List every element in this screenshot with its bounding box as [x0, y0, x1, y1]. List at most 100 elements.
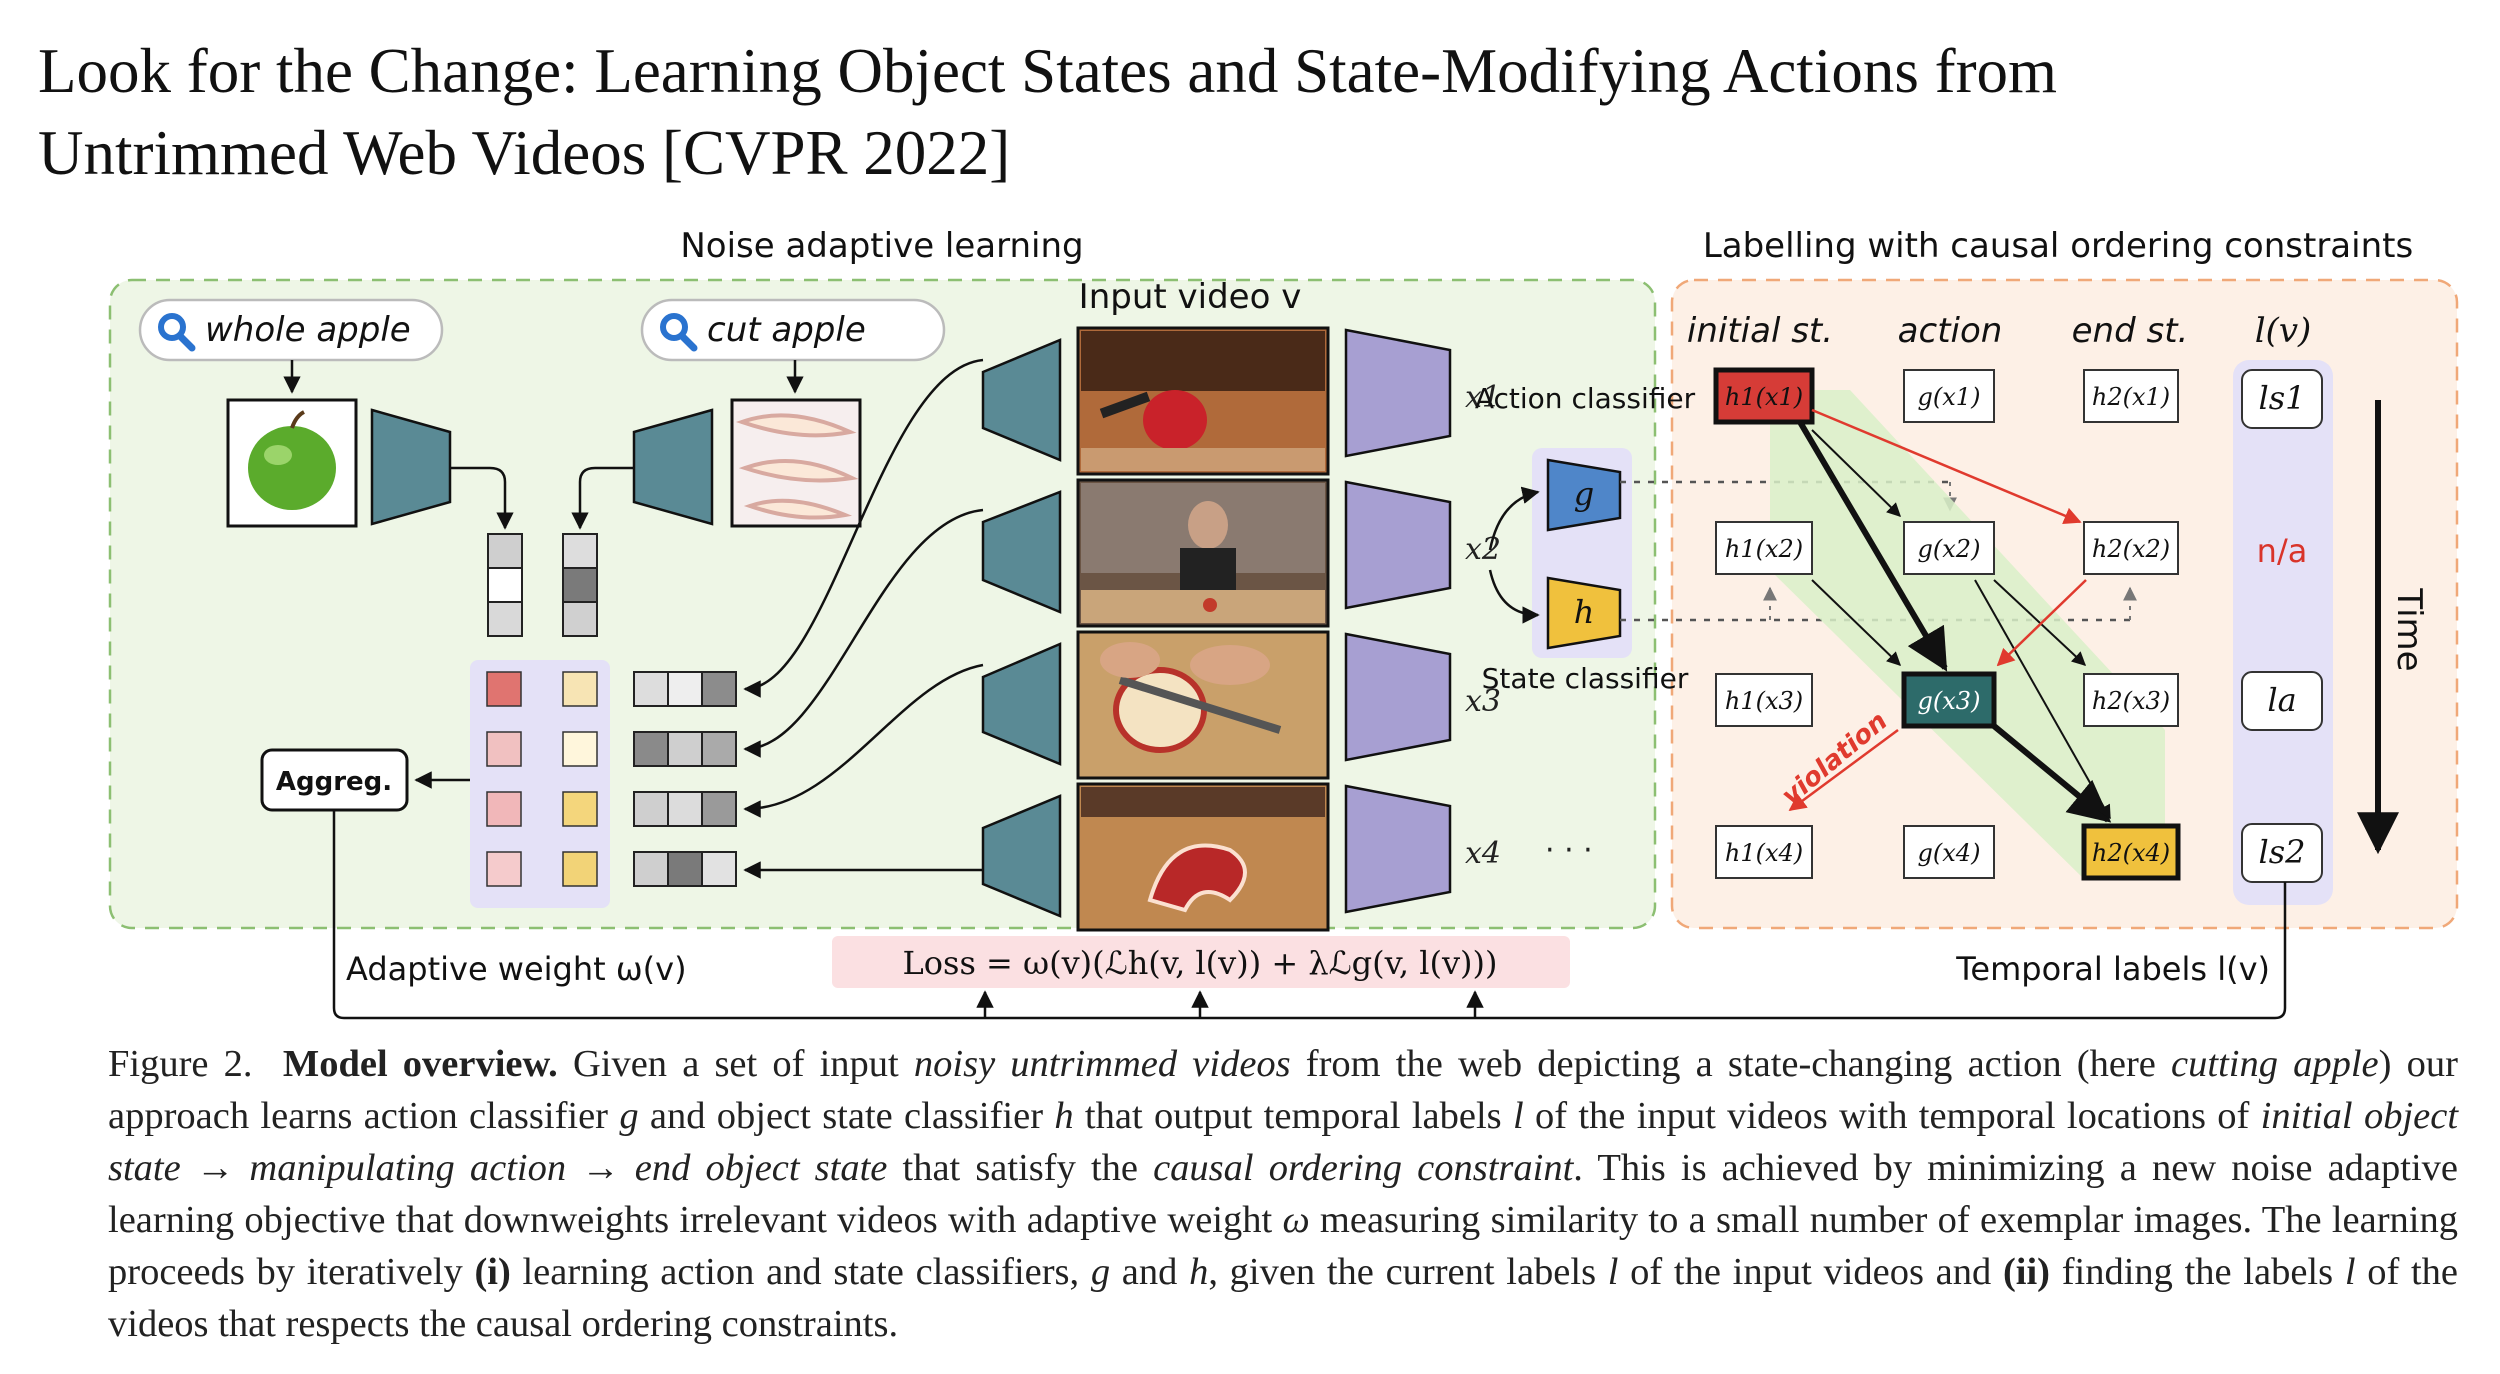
cell-h1-x1: h1(x1) [1725, 383, 1803, 411]
cell-h1-x4: h1(x4) [1725, 839, 1803, 867]
adaptive-weight-label: Adaptive weight ω(v) [346, 950, 687, 988]
caption-italic: ω [1282, 1199, 1310, 1241]
h-symbol: h [1574, 593, 1595, 631]
whole-apple-image [226, 398, 358, 528]
col-header-labels: l(v) [2255, 311, 2312, 351]
caption-italic: noisy untrimmed videos [913, 1043, 1291, 1085]
caption-italic: h [1189, 1251, 1209, 1293]
frame-decoder-2 [1344, 480, 1452, 610]
temporal-labels-label: Temporal labels l(v) [1955, 950, 2270, 988]
frame-encoder-2 [981, 490, 1062, 614]
label-box-s1 [2241, 369, 2323, 429]
video-frame-4 [1076, 782, 1330, 932]
frame-encoder-4 [981, 794, 1062, 918]
query-cut-apple: cut apple [640, 298, 946, 362]
search-icon [660, 313, 688, 341]
image-encoder-2 [632, 408, 714, 526]
x3-label: x3 [1465, 684, 1501, 719]
col-header-initial: initial st. [1687, 311, 1833, 351]
caption-text: Given a set of input [557, 1043, 914, 1085]
cut-apple-image [730, 398, 862, 528]
similarity-block [470, 660, 610, 908]
label-a: la [2267, 681, 2296, 719]
label-box-s2 [2241, 823, 2323, 883]
caption-text: that satisfy the [887, 1147, 1154, 1189]
cell-h1-x2: h1(x2) [1725, 535, 1803, 563]
caption-text: ) our approach learns action classifier [108, 1043, 2458, 1137]
cell-g-x2: g(x2) [1918, 535, 1981, 563]
label-s2: ls2 [2258, 833, 2305, 871]
loss-label: Loss = ω(v)(ℒh(v, l(v)) + λℒg(v, l(v))) [903, 944, 1498, 982]
caption-fig-label: Figure 2. [108, 1043, 253, 1085]
title-line-1: Look for the Change: Learning Object Sta… [38, 36, 2058, 106]
feasible-band [1770, 390, 2165, 880]
caption-text: from the web depicting a state-changing … [1290, 1043, 2172, 1085]
caption-bold: (i) [474, 1251, 511, 1293]
caption-text: of the videos that respects the causal o… [108, 1251, 2458, 1345]
caption-italic: l [2344, 1251, 2356, 1293]
video-feature-1 [633, 671, 737, 707]
right-panel-title: Labelling with causal ordering constrain… [1703, 226, 2413, 266]
cell-h1-x3: h1(x3) [1725, 687, 1803, 715]
caption-italic: g [1090, 1251, 1111, 1293]
image-encoder-1 [370, 408, 452, 526]
frame-encoder-3 [981, 642, 1062, 766]
caption-text: and object state classifier [638, 1095, 1055, 1137]
frame-encoder-1 [981, 338, 1062, 462]
caption-bold: (ii) [2002, 1251, 2050, 1293]
caption-text: . This is achieved by minimizing a new n… [108, 1147, 2459, 1241]
caption-text: of the input videos with temporal locati… [1523, 1095, 2261, 1137]
cell-g-x4: g(x4) [1918, 839, 1981, 867]
state-classifier-text: State classifier [1482, 662, 1689, 695]
grid-cells: h1(x1) g(x1) h2(x1) h1(x2) g(x2) h2(x2) … [1713, 367, 2181, 881]
state-classifier-label: State classifier [1482, 662, 1689, 695]
query-whole-apple: whole apple [138, 298, 444, 362]
video-feature-2 [633, 731, 737, 767]
page-title: Look for the Change: Learning Object Sta… [38, 30, 2458, 194]
action-classifier [1546, 458, 1622, 532]
caption-text: , given the current labels [1208, 1251, 1608, 1293]
caption-text: of the input videos and [1618, 1251, 2003, 1293]
caption-text: finding the labels [2050, 1251, 2345, 1293]
cell-g-x1: g(x1) [1918, 383, 1981, 411]
cell-h2-x3: h2(x3) [2092, 687, 2170, 715]
figure-caption: Figure 2. Model overview. Given a set of… [108, 1038, 2458, 1350]
label-s1: ls1 [2258, 379, 2305, 417]
action-classifier-label: Action classifier [1475, 382, 1696, 415]
time-label: Time [2389, 587, 2429, 671]
frame-decoder-1 [1344, 328, 1452, 458]
cell-g-x3: g(x3) [1918, 687, 1981, 715]
x1-label: x1 [1465, 380, 1501, 415]
cell-h2-x4: h2(x4) [2092, 839, 2170, 867]
search-icon [158, 313, 186, 341]
g-symbol: g [1574, 475, 1594, 513]
cell-h2-x2: h2(x2) [2092, 535, 2170, 563]
video-frame-1 [1076, 326, 1330, 476]
label-na: n/a [2257, 532, 2308, 570]
col-header-end: end st. [2072, 311, 2189, 351]
frame-decoder-3 [1344, 632, 1452, 762]
frame-decoder-4 [1344, 784, 1452, 914]
query-whole-apple-label: whole apple [205, 310, 411, 350]
cell-h2-x1: h2(x1) [2092, 383, 2170, 411]
col-header-action: action [1898, 311, 2003, 351]
video-frame-3 [1076, 630, 1330, 780]
query-cut-apple-label: cut apple [707, 310, 866, 350]
caption-italic: cutting apple [2171, 1043, 2379, 1085]
video-frame-2 [1076, 478, 1330, 628]
label-box-a [2241, 671, 2323, 731]
labels-column [2233, 360, 2333, 905]
caption-italic: g [619, 1095, 639, 1137]
model-overview-figure: Noise adaptive learning Labelling with c… [108, 226, 2459, 1020]
exemplar-feature-2 [562, 533, 598, 637]
caption-italic: causal ordering constraint [1153, 1147, 1574, 1189]
x4-label: x4 [1465, 836, 1501, 871]
caption-italic: l [1512, 1095, 1524, 1137]
video-feature-4 [633, 851, 737, 887]
caption-text: measuring similarity to a small number o… [108, 1199, 2458, 1293]
caption-italic: initial object state → manipulating acti… [108, 1095, 2459, 1189]
loss-box [832, 936, 1570, 988]
state-classifier [1546, 576, 1622, 650]
left-panel-title: Noise adaptive learning [680, 226, 1083, 266]
caption-text: learning action and state classifiers, [510, 1251, 1091, 1293]
